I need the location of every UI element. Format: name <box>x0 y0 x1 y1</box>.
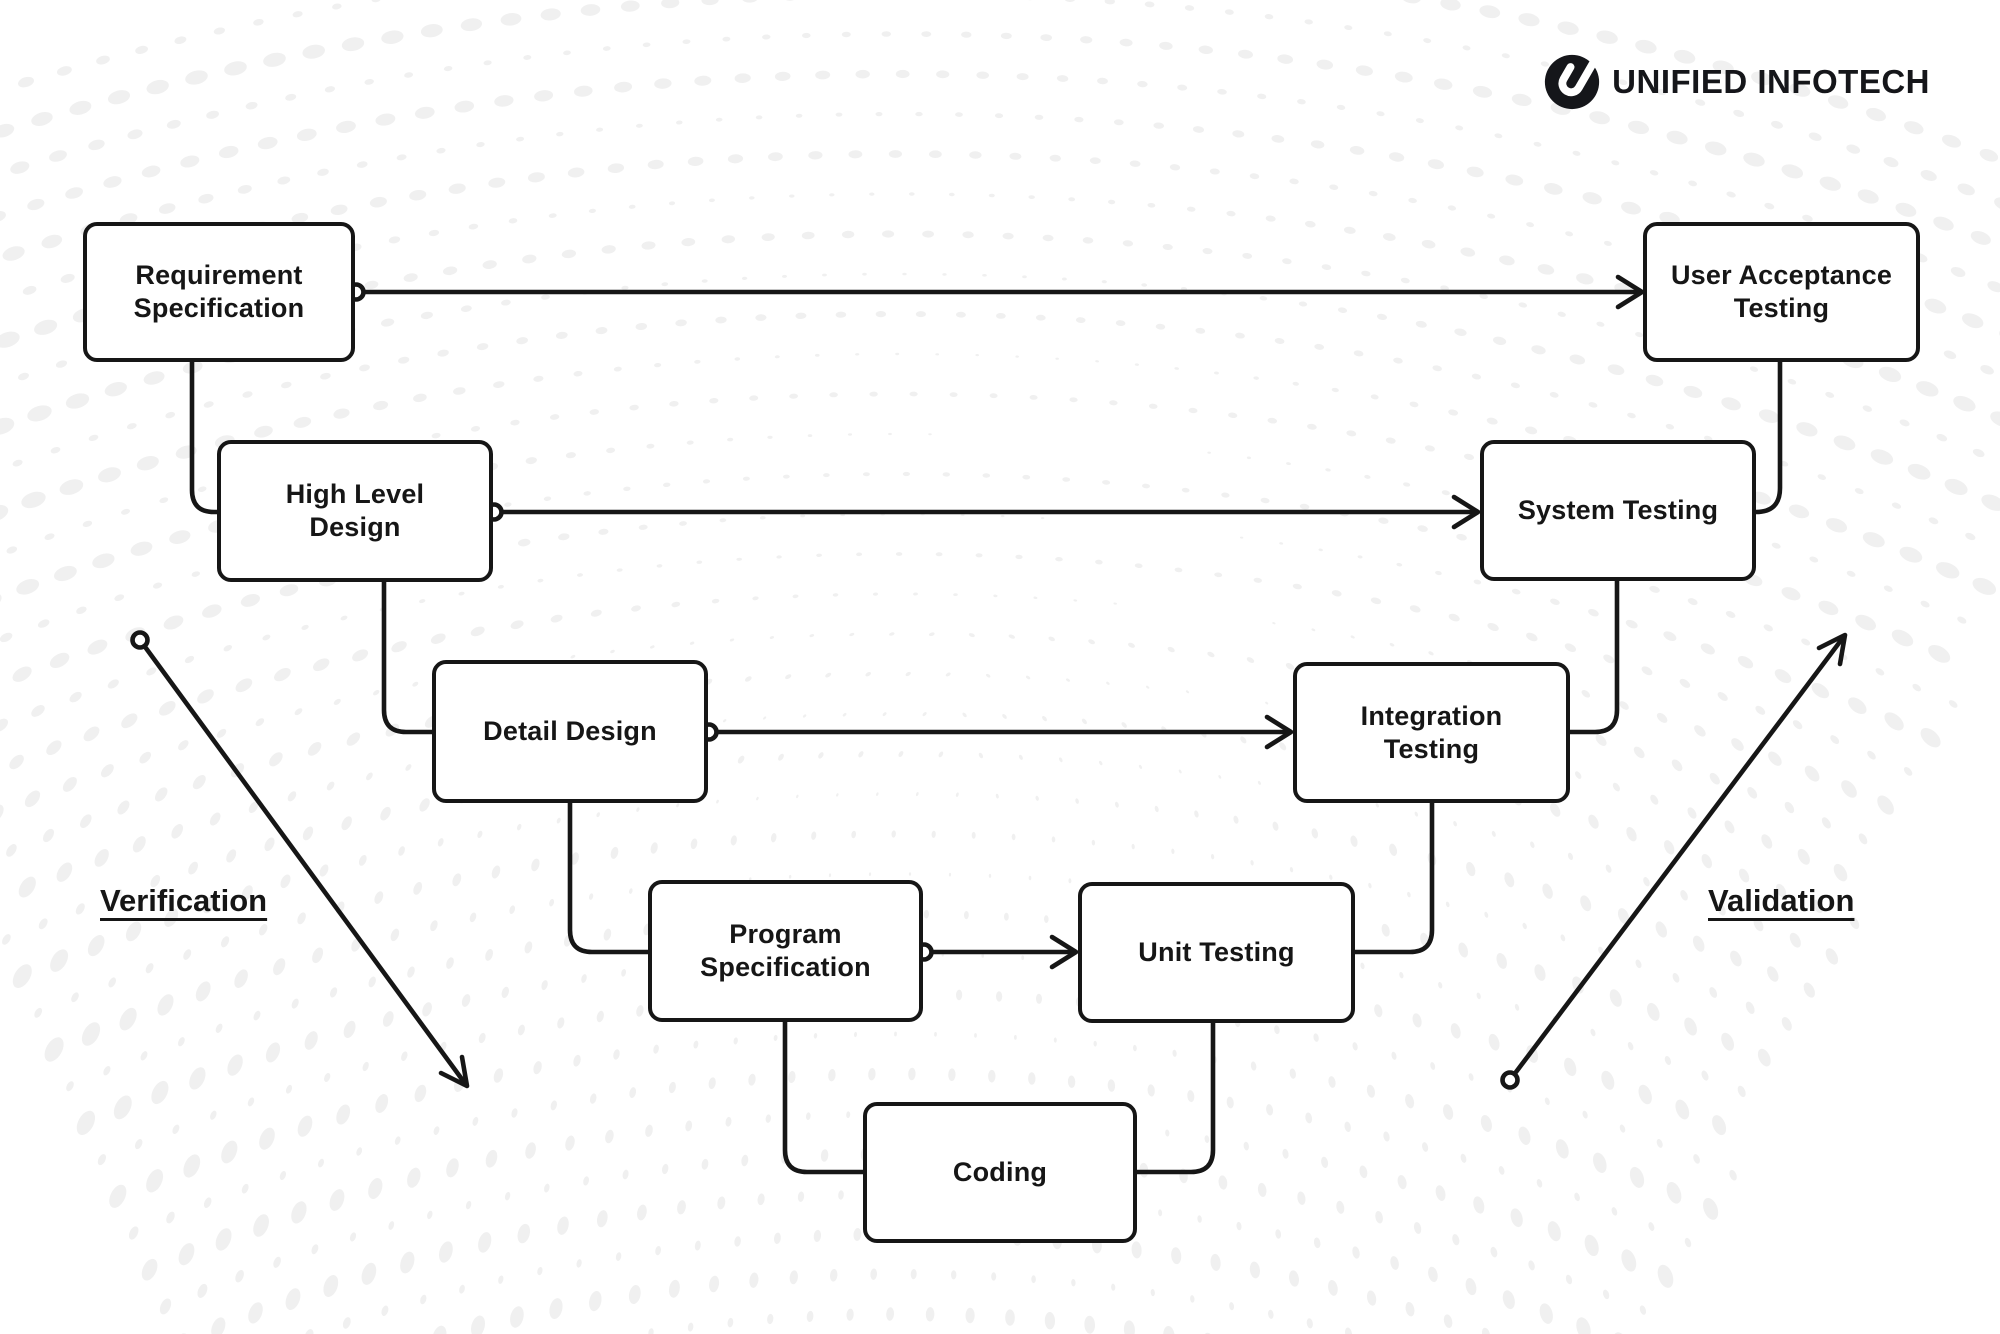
arrowhead-ps-to-ut <box>1049 934 1079 970</box>
node-label: Detail Design <box>483 716 657 747</box>
validation-arrow-origin-dot <box>1500 1070 1520 1090</box>
node-unit-testing: Unit Testing <box>1078 882 1355 1023</box>
node-label: Integration Testing <box>1360 700 1503 764</box>
node-label: High Level Design <box>285 479 425 542</box>
edge-ps-to-cd <box>782 1022 863 1175</box>
arrowhead-rs-to-uat <box>1615 274 1645 310</box>
node-user-acceptance-testing: User Acceptance Testing <box>1643 222 1920 362</box>
node-high-level-design: High Level Design <box>217 440 493 582</box>
verification-label: Verification <box>100 883 268 918</box>
validation-arrowhead <box>1816 632 1848 667</box>
node-system-testing: System Testing <box>1480 440 1756 581</box>
validation-arrow-shaft <box>1508 637 1844 1082</box>
edge-cd-to-ut <box>1137 1023 1216 1175</box>
node-coding: Coding <box>863 1102 1137 1243</box>
node-program-specification: Program Specification <box>648 880 923 1022</box>
node-label: Program Specification <box>700 919 871 982</box>
brand-name: UNIFIED INFOTECH <box>1612 63 1930 100</box>
edge-dd-to-ps <box>567 803 648 955</box>
verification-arrow-shaft <box>138 638 466 1084</box>
node-integration-testing: Integration Testing <box>1293 662 1570 803</box>
edge-st-to-uat <box>1755 362 1783 515</box>
node-label: Requirement Specification <box>133 260 305 323</box>
brand-logo: UNIFIED INFOTECH <box>1544 54 1930 110</box>
node-detail-design: Detail Design <box>432 660 708 803</box>
node-label: System Testing <box>1517 495 1719 526</box>
node-label: User Acceptance Testing <box>1670 260 1893 323</box>
edge-hld-to-dd <box>381 582 432 735</box>
verification-arrowhead <box>438 1054 470 1089</box>
unified-infotech-logo-icon <box>1544 54 1600 110</box>
edge-it-to-st <box>1570 581 1620 735</box>
validation-label: Validation <box>1708 883 1855 918</box>
verification-arrow-origin-dot <box>130 630 150 650</box>
node-requirement-specification: Requirement Specification <box>83 222 355 362</box>
arrowhead-dd-to-it <box>1264 714 1294 750</box>
node-label: Coding <box>952 1157 1048 1188</box>
node-label: Unit Testing <box>1138 937 1295 968</box>
arrowhead-hld-to-st <box>1451 494 1481 530</box>
edge-ut-to-it <box>1355 803 1435 955</box>
edge-rs-to-hld <box>189 362 217 515</box>
